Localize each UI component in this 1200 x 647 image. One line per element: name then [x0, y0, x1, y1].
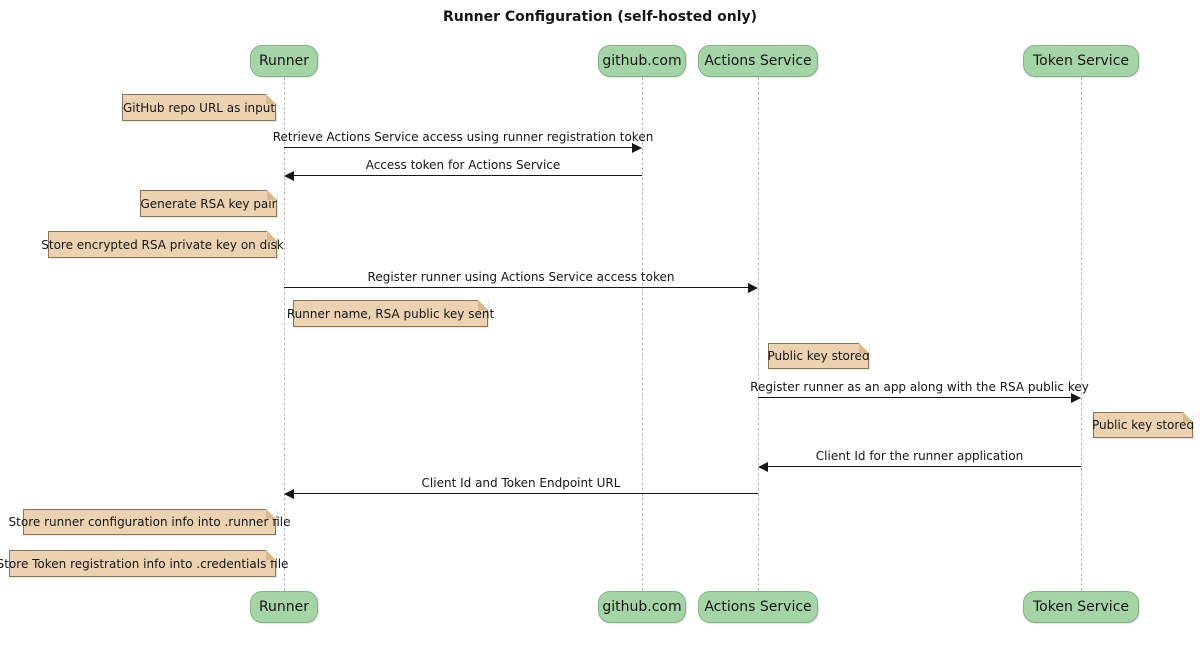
- participant-actions-service-bottom: Actions Service: [698, 591, 818, 623]
- participant-runner-bottom: Runner: [250, 591, 318, 623]
- participant-github-com-top: github.com: [598, 45, 686, 77]
- note: Public key stored: [1092, 412, 1194, 438]
- message-line: [758, 397, 1072, 398]
- lifeline-actions-service: [758, 77, 759, 591]
- note: Store encrypted RSA private key on disk: [41, 231, 284, 258]
- participant-token-service-top: Token Service: [1023, 45, 1139, 77]
- message-line: [293, 175, 642, 176]
- note: Runner name, RSA public key sent: [287, 300, 494, 327]
- message-label: Retrieve Actions Service access using ru…: [272, 130, 654, 144]
- diagram-title: Runner Configuration (self-hosted only): [442, 9, 758, 25]
- arrowhead-icon: [284, 489, 294, 499]
- message-label: Client Id and Token Endpoint URL: [421, 476, 621, 490]
- message-line: [293, 493, 758, 494]
- message-label: Register runner as an app along with the…: [750, 380, 1089, 394]
- lifeline-runner: [284, 77, 285, 591]
- arrowhead-icon: [748, 283, 758, 293]
- participant-actions-service-top: Actions Service: [698, 45, 818, 77]
- message-line: [284, 287, 749, 288]
- arrowhead-icon: [632, 143, 642, 153]
- note: Store Token registration info into .cred…: [0, 550, 288, 577]
- note: GitHub repo URL as input: [122, 94, 276, 121]
- lifeline-token-service: [1081, 77, 1082, 591]
- lifeline-github-com: [642, 77, 643, 591]
- message-label: Register runner using Actions Service ac…: [367, 270, 675, 284]
- arrowhead-icon: [1071, 393, 1081, 403]
- arrowhead-icon: [284, 171, 294, 181]
- note: Public key stored: [767, 343, 870, 369]
- message-line: [284, 147, 633, 148]
- message-label: Client Id for the runner application: [815, 449, 1024, 463]
- message-label: Access token for Actions Service: [365, 158, 561, 172]
- arrowhead-icon: [758, 462, 768, 472]
- note: Store runner configuration info into .ru…: [9, 509, 290, 535]
- note: Generate RSA key pair: [140, 190, 277, 217]
- message-line: [767, 466, 1081, 467]
- participant-token-service-bottom: Token Service: [1023, 591, 1139, 623]
- participant-runner-top: Runner: [250, 45, 318, 77]
- participant-github-com-bottom: github.com: [598, 591, 686, 623]
